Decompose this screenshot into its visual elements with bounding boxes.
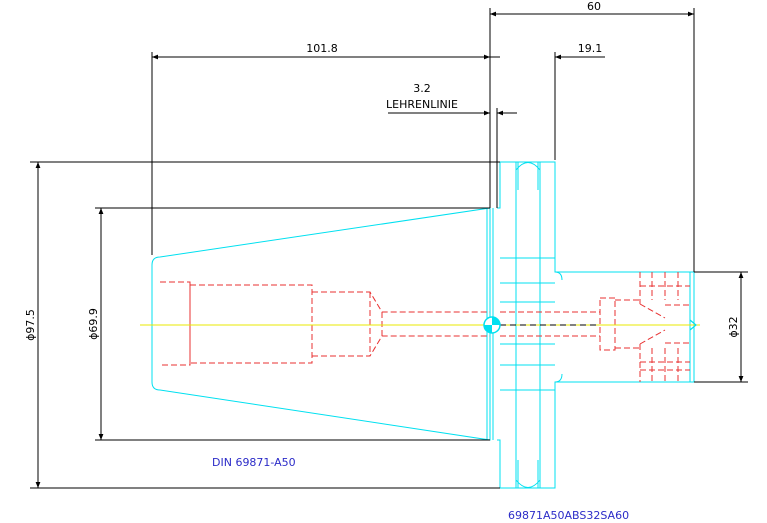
dim-taper-length: 101.8 xyxy=(306,42,338,55)
dim-overall-length: 60 xyxy=(587,0,601,13)
standard-label: DIN 69871-A50 xyxy=(212,456,296,469)
dim-flange-diameter: ϕ97.5 xyxy=(24,309,37,341)
dimension-lines xyxy=(30,8,748,489)
dim-bore-diameter: ϕ32 xyxy=(727,316,740,337)
dim-taper-diameter: ϕ69.9 xyxy=(87,308,100,340)
part-number-label: 69871A50ABS32SA60 xyxy=(508,509,629,522)
dim-gauge-offset: 3.2 xyxy=(413,82,431,95)
centerline xyxy=(140,316,700,334)
gauge-line-label: LEHRENLINIE xyxy=(386,98,458,111)
hidden-lines xyxy=(160,272,690,382)
dim-shank-length: 19.1 xyxy=(578,42,603,55)
